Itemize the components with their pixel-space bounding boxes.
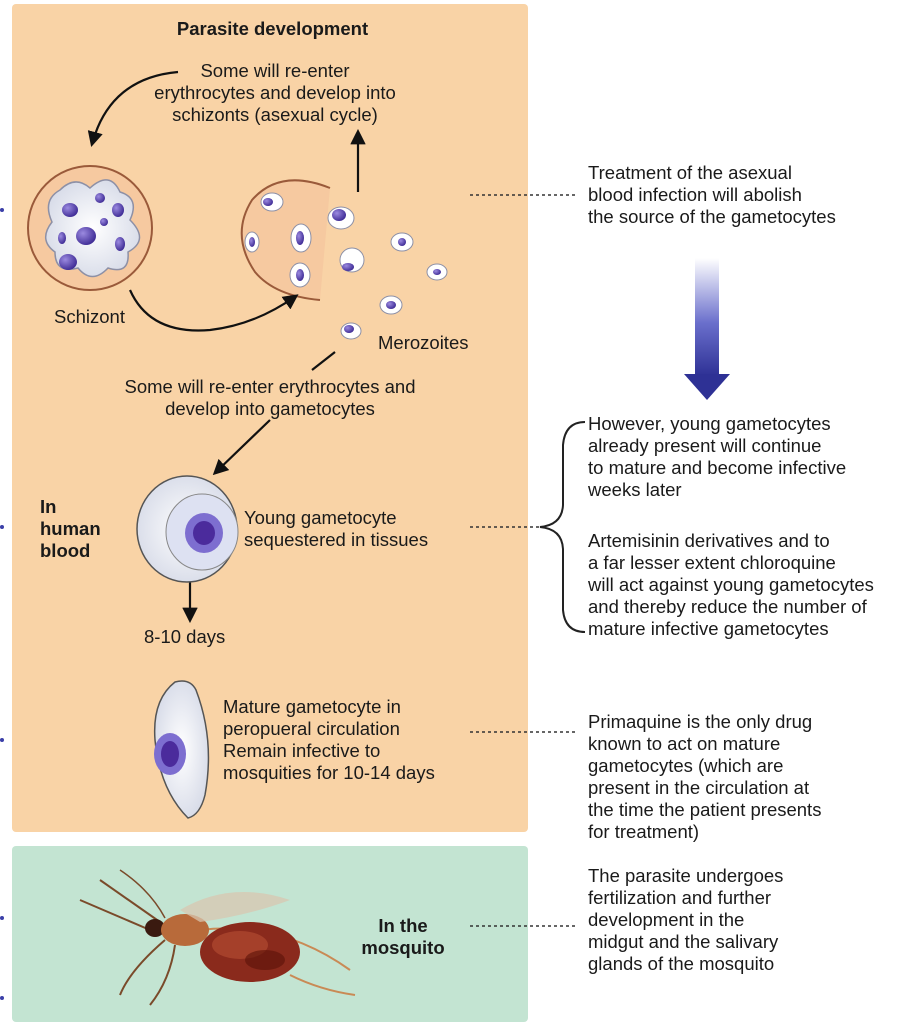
note-primaquine: Primaquine is the only drug known to act… xyxy=(588,711,821,843)
dotted-connectors xyxy=(470,195,578,926)
note-mosquito-stage: The parasite undergoes fertilization and… xyxy=(588,865,783,975)
big-blue-arrow xyxy=(684,258,730,400)
mosquito-image xyxy=(60,860,360,1010)
note-asexual-treatment: Treatment of the asexual blood infection… xyxy=(588,162,836,228)
merozoites-label: Merozoites xyxy=(378,332,468,354)
schizont-cell xyxy=(28,166,152,290)
young-gametocyte-label: Young gametocyte sequestered in tissues xyxy=(244,507,428,551)
brace xyxy=(540,422,585,632)
merozoite-release xyxy=(242,180,447,339)
gametocyte-note: Some will re-enter erythrocytes and deve… xyxy=(95,376,445,420)
note-young-gametocytes: However, young gametocytes already prese… xyxy=(588,413,846,501)
duration-label: 8-10 days xyxy=(144,626,225,648)
edge-markers xyxy=(0,208,4,1000)
note-artemisinin: Artemisinin derivatives and to a far les… xyxy=(588,530,918,640)
human-blood-label: In human blood xyxy=(40,496,101,562)
schizont-label: Schizont xyxy=(54,306,125,328)
young-gametocyte xyxy=(137,476,238,582)
asexual-note: Some will re-enter erythrocytes and deve… xyxy=(110,60,440,126)
mature-gametocyte-label: Mature gametocyte in peropueral circulat… xyxy=(223,696,435,784)
mosquito-label: In the mosquito xyxy=(348,915,458,959)
title: Parasite development xyxy=(140,18,405,40)
mature-gametocyte xyxy=(154,681,208,818)
